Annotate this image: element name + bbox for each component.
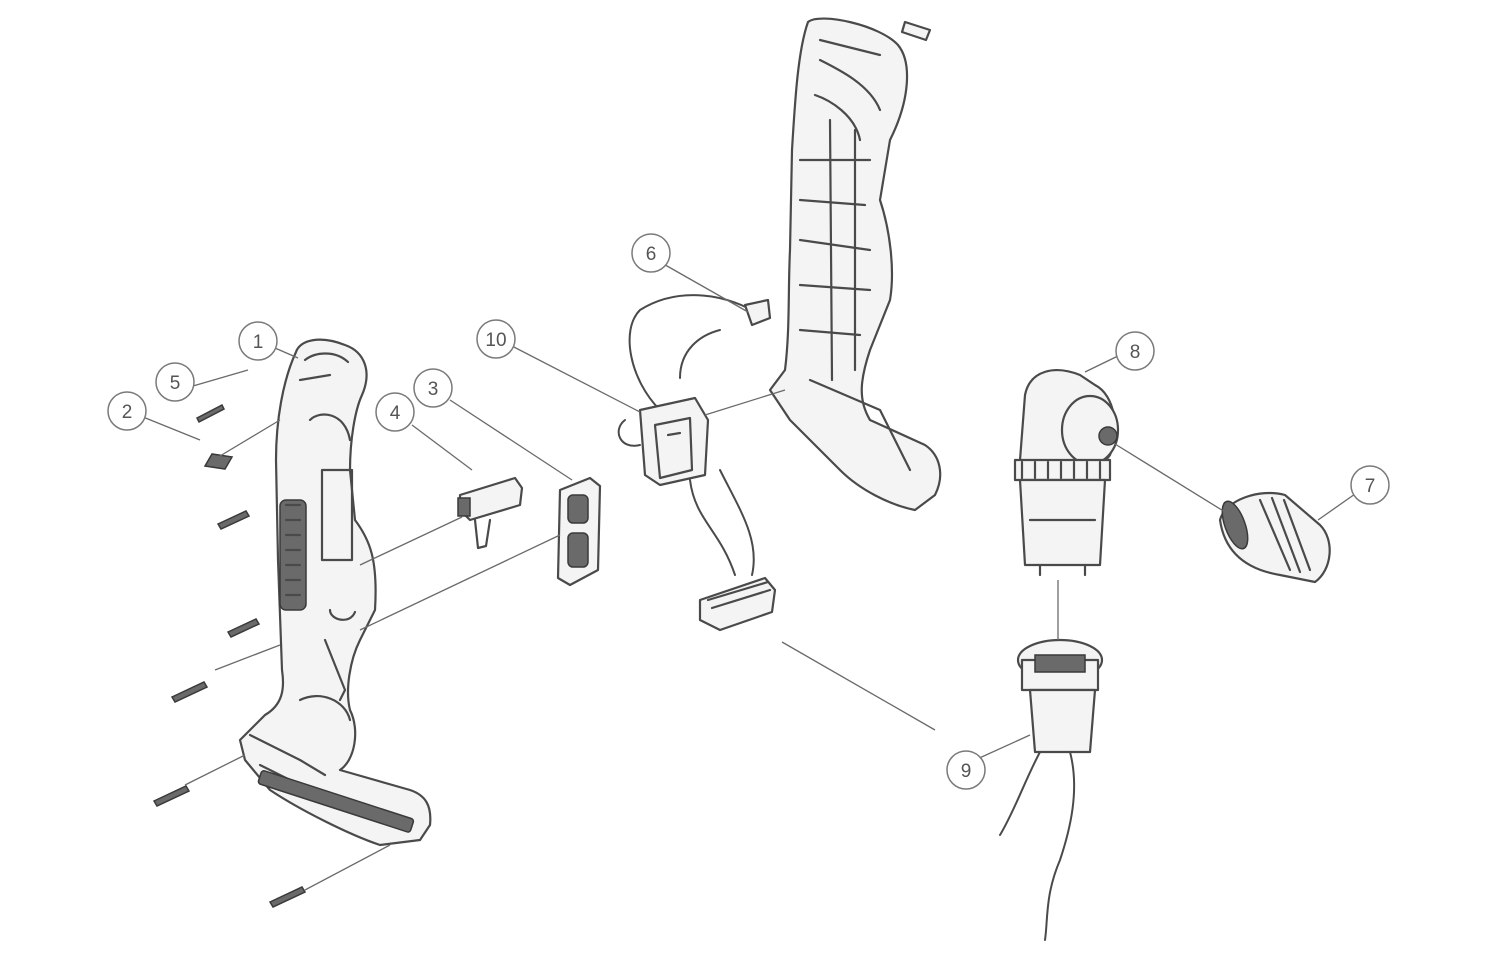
housing-half-left — [238, 338, 432, 847]
callout-5: 5 — [155, 362, 195, 402]
leader-lines — [142, 261, 1366, 891]
callout-label: 4 — [390, 403, 401, 424]
callout-label: 7 — [1365, 476, 1376, 497]
callout-10: 10 — [476, 319, 516, 359]
callout-2: 2 — [107, 391, 147, 431]
chuck — [1218, 491, 1331, 584]
callout-3: 3 — [413, 368, 453, 408]
screws — [152, 403, 307, 908]
housing-half-right — [768, 17, 942, 512]
callout-label: 8 — [1130, 342, 1141, 363]
callout-6: 6 — [631, 233, 671, 273]
callout-7: 7 — [1350, 465, 1390, 505]
callout-label: 2 — [122, 402, 133, 423]
switch-lever — [457, 476, 524, 550]
callout-8: 8 — [1115, 331, 1155, 371]
callout-label: 3 — [428, 379, 439, 400]
switch-module — [617, 294, 777, 632]
callout-label: 9 — [961, 761, 972, 782]
callout-label: 6 — [646, 244, 657, 265]
callout-1: 1 — [238, 321, 278, 361]
gear-head — [1013, 369, 1120, 577]
callout-4: 4 — [375, 392, 415, 432]
callout-label: 1 — [253, 332, 264, 353]
callout-label: 5 — [170, 373, 181, 394]
callout-9: 9 — [946, 750, 986, 790]
motor — [999, 638, 1104, 941]
callout-label: 10 — [485, 330, 506, 351]
switch-cover — [556, 476, 602, 587]
